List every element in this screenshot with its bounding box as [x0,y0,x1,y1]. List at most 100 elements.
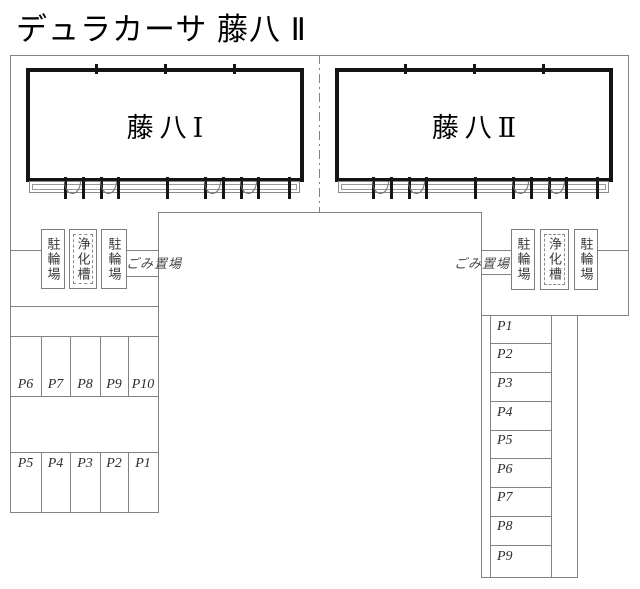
building-2-label: 藤八Ⅱ [431,112,523,143]
parking-lot-line [10,306,158,307]
door-jamb [222,177,225,199]
parking-divider [490,401,551,402]
facility-connector-line [598,250,628,251]
boundary-left [10,55,11,512]
boundary-right-upper [628,55,629,316]
parking-divider [490,372,551,373]
parking-space-label: P1 [497,319,513,334]
septic-tank-label: 浄化槽 [547,237,562,282]
garbage-area-line [127,276,158,277]
bicycle-parking-box: 駐輪場 [511,229,535,290]
wall-tick [542,64,545,74]
parking-space-label: P6 [17,377,34,392]
parking-space-label: P10 [131,377,155,392]
door-jamb [530,177,533,199]
septic-tank-outline [544,234,565,285]
parking-space-label: P7 [47,377,64,392]
parking-space-label: P8 [77,377,93,392]
parking-row-line [10,452,158,453]
porch-step-line [341,184,606,190]
parking-divider [70,452,71,512]
parking-space-label: P5 [17,456,34,471]
boundary-step [481,315,629,316]
building-tohachi-2: 藤八Ⅱ [335,68,613,182]
septic-tank-box: 浄化槽 [540,229,569,290]
bicycle-parking-label: 駐輪場 [578,237,594,282]
parking-divider [100,336,101,396]
parking-space-label: P4 [497,405,513,420]
parking-space-label: P5 [497,433,513,448]
porch-step-line [32,184,297,190]
wall-tick [404,64,407,74]
septic-tank-outline [73,234,93,284]
garbage-area-line [127,250,158,251]
parking-column-line [551,315,552,577]
courtyard-top-line [158,212,482,213]
courtyard-right-line [481,212,482,577]
parking-divider [41,452,42,512]
parking-divider [490,430,551,431]
door-jamb [257,177,260,199]
parking-space-label: P4 [47,456,64,471]
parking-space-label: P7 [497,490,513,505]
parking-column-line [490,315,491,577]
garbage-area-line [481,250,511,251]
bicycle-parking-box: 駐輪場 [101,229,127,289]
bicycle-parking-box: 駐輪場 [574,229,598,290]
door-jamb [474,177,477,199]
page-title: デュラカーサ 藤八 Ⅱ [16,12,307,47]
facility-connector-line [10,250,41,251]
parking-divider [70,336,71,396]
wall-tick [95,64,98,74]
parking-divider [100,452,101,512]
boundary-bottom-left [10,512,159,513]
parking-divider [128,336,129,396]
door-jamb [425,177,428,199]
door-jamb [82,177,85,199]
parking-space-label: P1 [135,456,151,471]
parking-space-label: P9 [106,377,122,392]
septic-tank-label: 浄化槽 [75,236,91,282]
parking-divider [128,452,129,512]
parking-space-label: P8 [497,519,513,534]
parking-space-label: P2 [497,347,513,362]
wall-tick [473,64,476,74]
garbage-area-line [481,274,511,275]
door-jamb [390,177,393,199]
wall-tick [233,64,236,74]
septic-tank-box: 浄化槽 [69,229,97,289]
courtyard-left-line [158,212,159,512]
door-jamb [288,177,291,199]
parking-row-line [10,396,158,397]
bicycle-parking-label: 駐輪場 [515,237,531,282]
wall-tick [164,64,167,74]
parking-space-label: P2 [106,456,122,471]
boundary-bottom-right [481,577,578,578]
parking-divider [490,516,551,517]
center-axis-line [319,55,320,212]
parking-space-label: P9 [497,549,513,564]
parking-space-label: P3 [77,456,93,471]
parking-divider [490,343,551,344]
parking-divider [490,545,551,546]
door-jamb [117,177,120,199]
parking-space-label: P3 [497,376,513,391]
bicycle-parking-label: 駐輪場 [45,236,61,282]
garbage-area-label: ごみ置場 [454,256,511,271]
parking-row-line [10,336,158,337]
parking-space-label: P6 [497,462,513,477]
building-tohachi-1: 藤八Ⅰ [26,68,304,182]
parking-divider [490,487,551,488]
door-jamb [166,177,169,199]
boundary-right-lower [577,315,578,577]
door-jamb [596,177,599,199]
building-1-label: 藤八Ⅰ [126,112,210,143]
door-jamb [565,177,568,199]
parking-divider [490,458,551,459]
garbage-area-label: ごみ置場 [126,256,183,271]
parking-divider [41,336,42,396]
bicycle-parking-label: 駐輪場 [106,236,122,282]
bicycle-parking-box: 駐輪場 [41,229,65,289]
building-1-porch [29,181,300,193]
